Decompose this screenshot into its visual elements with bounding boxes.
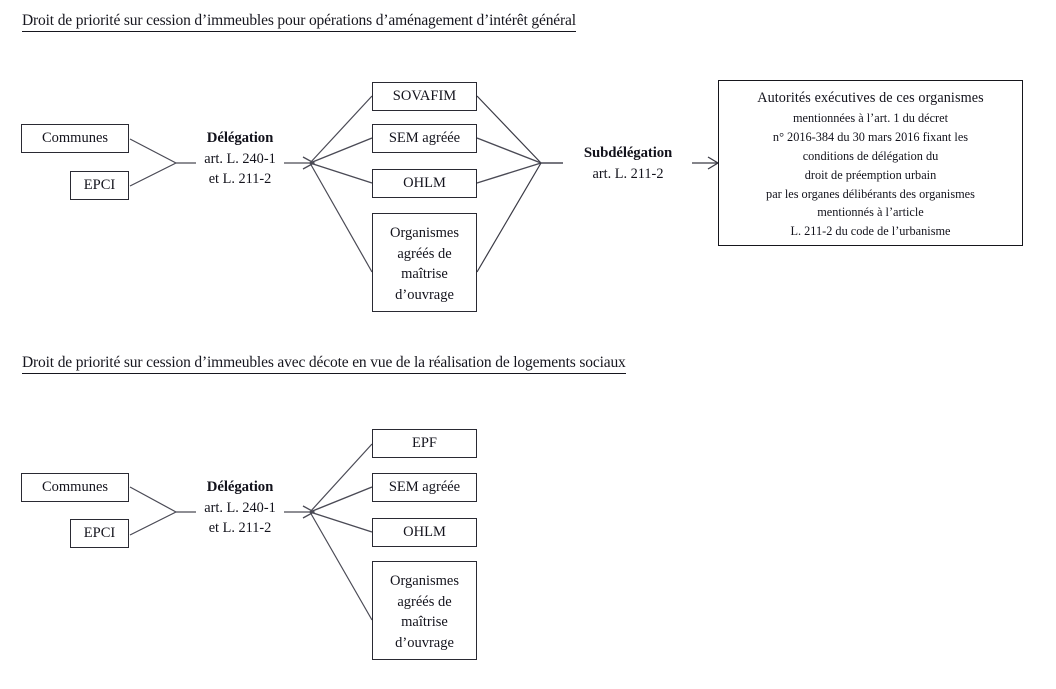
authority-line-5: par les organes délibérants des organism…	[766, 186, 975, 201]
connector-epci-hub-bottom	[129, 511, 177, 536]
box-organismes-bottom-line-3: maîtrise	[401, 614, 448, 631]
delegation-line2-top: et L. 211-2	[208, 171, 272, 188]
connector-epci-hub-top	[129, 162, 177, 187]
box-organismes-top[interactable]: Organismes agréés de maîtrise d’ouvrage	[372, 213, 477, 312]
delegation-line1-top: art. L. 240-1	[204, 151, 276, 167]
box-organismes-top-line-4: d’ouvrage	[395, 286, 454, 303]
subdelegation-label: Subdélégation art. L. 211-2	[567, 143, 689, 184]
authority-line-7: L. 211-2 du code de l’urbanisme	[790, 224, 951, 239]
connector-sem-converge	[476, 137, 542, 164]
connector-communes-hub-top	[129, 138, 177, 164]
box-sem-agreee-top[interactable]: SEM agréée	[372, 124, 477, 153]
arrowhead-authority	[707, 156, 720, 170]
box-sovafim[interactable]: SOVAFIM	[372, 82, 477, 111]
delegation-title-bottom: Délégation	[206, 479, 274, 495]
connector-organismes-converge	[476, 162, 542, 273]
box-organismes-bottom-line-2: agréés de	[397, 593, 452, 610]
box-organismes-top-line-3: maîtrise	[401, 266, 448, 283]
box-organismes-top-line-2: agréés de	[397, 245, 452, 262]
box-organismes-bottom-line-4: d’ouvrage	[395, 634, 454, 651]
authority-head: Autorités exécutives de ces organismes	[757, 90, 984, 106]
connector-fan-ohlm-bottom	[309, 511, 373, 533]
connector-fan-sovafim	[309, 95, 373, 164]
connector-fan-organismes-bottom	[309, 511, 373, 621]
arrowhead-delegation-top	[302, 156, 316, 170]
authority-line-1: mentionnées à l’art. 1 du décret	[792, 111, 948, 126]
delegation-line2-bottom: et L. 211-2	[208, 520, 272, 537]
box-sem-agreee-bottom[interactable]: SEM agréée	[372, 473, 477, 502]
delegation-label-bottom: Délégation art. L. 240-1 et L. 211-2	[187, 477, 293, 539]
delegation-line1-bottom: art. L. 240-1	[204, 500, 276, 516]
connector-fan-sem-bottom	[309, 486, 373, 513]
authority-line-3: conditions de délégation du	[802, 148, 939, 163]
section-title-amenagement: Droit de priorité sur cession d’immeuble…	[22, 12, 576, 32]
authority-line-4: droit de préemption urbain	[804, 167, 937, 182]
box-ohlm-bottom[interactable]: OHLM	[372, 518, 477, 547]
connector-communes-hub-bottom	[129, 486, 177, 513]
box-communes-top[interactable]: Communes	[21, 124, 129, 153]
box-organismes-bottom[interactable]: Organismes agréés de maîtrise d’ouvrage	[372, 561, 477, 660]
authority-line-6: mentionnés à l’article	[817, 205, 924, 220]
delegation-title-top: Délégation	[206, 130, 274, 146]
connector-fan-ohlm	[309, 162, 373, 184]
connector-fan-sem	[309, 137, 373, 164]
arrowhead-delegation-bottom	[302, 505, 316, 519]
subdelegation-title: Subdélégation	[583, 145, 673, 161]
box-epci-bottom[interactable]: EPCI	[70, 519, 129, 548]
box-epf[interactable]: EPF	[372, 429, 477, 458]
box-ohlm-top[interactable]: OHLM	[372, 169, 477, 198]
box-communes-bottom[interactable]: Communes	[21, 473, 129, 502]
connector-sovafim-converge	[476, 95, 542, 164]
connector-ohlm-converge	[476, 162, 542, 184]
subdelegation-line1: art. L. 211-2	[592, 166, 664, 182]
connector-fan-epf	[309, 443, 373, 513]
delegation-label-top: Délégation art. L. 240-1 et L. 211-2	[187, 128, 293, 190]
authority-line-2: n° 2016-384 du 30 mars 2016 fixant les	[772, 130, 969, 145]
box-organismes-bottom-line-1: Organismes	[389, 573, 459, 589]
box-epci-top[interactable]: EPCI	[70, 171, 129, 200]
section-title-decote: Droit de priorité sur cession d’immeuble…	[22, 354, 626, 374]
connector-fan-organismes	[309, 162, 373, 273]
box-organismes-top-line-1: Organismes	[389, 225, 459, 241]
box-autorites-executives[interactable]: Autorités exécutives de ces organismes m…	[718, 80, 1023, 246]
